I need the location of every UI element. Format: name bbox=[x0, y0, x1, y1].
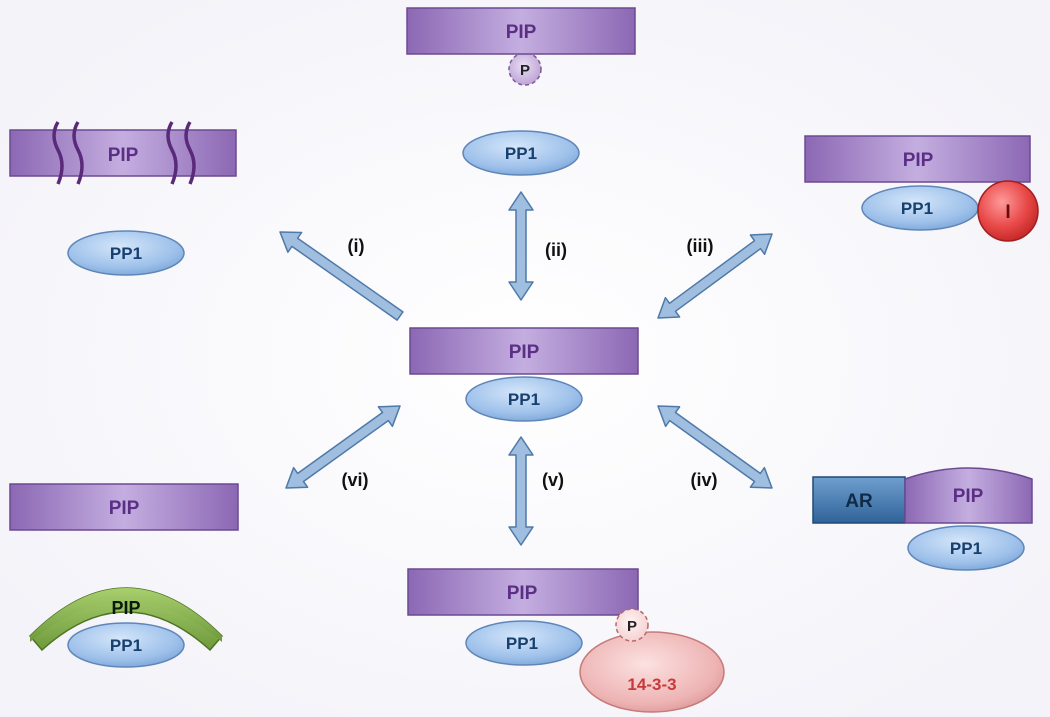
arrow-i bbox=[279, 231, 404, 321]
pp1-ellipse bbox=[462, 130, 580, 176]
inhibitor-circle bbox=[977, 180, 1039, 242]
step-label-iii: (iii) bbox=[687, 236, 714, 256]
arrows bbox=[279, 191, 773, 546]
pp1-label: PP1 bbox=[110, 636, 142, 655]
pip-label: PIP bbox=[509, 342, 540, 363]
phosphate-circle bbox=[508, 52, 542, 86]
arrow-ii bbox=[508, 191, 534, 301]
pip-label: PIP bbox=[953, 486, 984, 507]
cleavage-mark bbox=[184, 121, 196, 185]
pip-bar bbox=[407, 568, 639, 616]
top-pip-phosphorylated: PIP P bbox=[406, 7, 636, 86]
pp1-label: PP1 bbox=[901, 199, 933, 218]
ar-label: AR bbox=[845, 491, 873, 512]
phosphate-circle bbox=[615, 608, 649, 642]
inhibitor-label: I bbox=[1005, 202, 1010, 223]
pp1-ellipse bbox=[465, 376, 583, 422]
pp1-label: PP1 bbox=[508, 390, 540, 409]
pip-label: PIP bbox=[506, 22, 537, 43]
pip-label: PIP bbox=[111, 598, 140, 618]
protein-14-3-3-ellipse bbox=[579, 631, 725, 713]
step-label-iv: (iv) bbox=[691, 470, 718, 490]
cleavage-mark bbox=[166, 121, 178, 185]
pip-green-arc-fill bbox=[30, 588, 222, 642]
pip-bar bbox=[9, 129, 237, 177]
step-label-vi: (vi) bbox=[342, 470, 369, 490]
pip-label: PIP bbox=[109, 498, 140, 519]
pip-label: PIP bbox=[507, 583, 538, 604]
pp1-ellipse bbox=[907, 525, 1025, 571]
protein-14-3-3-label: 14-3-3 bbox=[627, 675, 676, 694]
pp1-ellipse bbox=[465, 620, 583, 666]
topright-pip-pp1-inhibitor: PIP PP1 I bbox=[804, 135, 1039, 242]
cleavage-mark bbox=[52, 121, 64, 185]
phosphate-label: P bbox=[520, 62, 530, 79]
pip-bar bbox=[409, 327, 639, 375]
topleft-pp1-free: PP1 bbox=[67, 230, 185, 276]
topleft-pip-degraded: PIP bbox=[9, 121, 237, 185]
cleavage-mark bbox=[72, 121, 84, 185]
pp1-label: PP1 bbox=[506, 634, 538, 653]
step-label-ii: (ii) bbox=[545, 240, 567, 260]
ar-block bbox=[812, 476, 906, 524]
top-pp1-free: PP1 bbox=[462, 130, 580, 176]
pip-label: PIP bbox=[903, 150, 934, 171]
pip-label: PIP bbox=[108, 145, 139, 166]
step-label-v: (v) bbox=[542, 470, 564, 490]
bottomleft-green-pip-pp1: PIP PP1 bbox=[28, 587, 224, 668]
left-pip-free: PIP bbox=[9, 483, 239, 531]
pip-bar bbox=[9, 483, 239, 531]
pp1-ellipse bbox=[67, 622, 185, 668]
bottomright-ar-pip-pp1: AR PIP PP1 bbox=[812, 467, 1033, 571]
phosphate-label: P bbox=[627, 618, 637, 635]
pp1-label: PP1 bbox=[950, 539, 982, 558]
arrow-iv bbox=[657, 405, 773, 489]
center-pip-pp1-complex: PIP PP1 bbox=[409, 327, 639, 422]
pip-bar bbox=[406, 7, 636, 55]
arrow-iii bbox=[657, 233, 773, 319]
bottom-pip-pp1-1433: PIP PP1 14-3-3 P bbox=[407, 568, 725, 713]
pp1-ellipse bbox=[67, 230, 185, 276]
pp1-label: PP1 bbox=[505, 144, 537, 163]
arrow-vi bbox=[285, 405, 401, 489]
pip-bar bbox=[804, 135, 1031, 183]
pip-dome bbox=[904, 467, 1033, 524]
pp1-label: PP1 bbox=[110, 244, 142, 263]
step-label-i: (i) bbox=[348, 236, 365, 256]
arrow-v bbox=[508, 436, 534, 546]
